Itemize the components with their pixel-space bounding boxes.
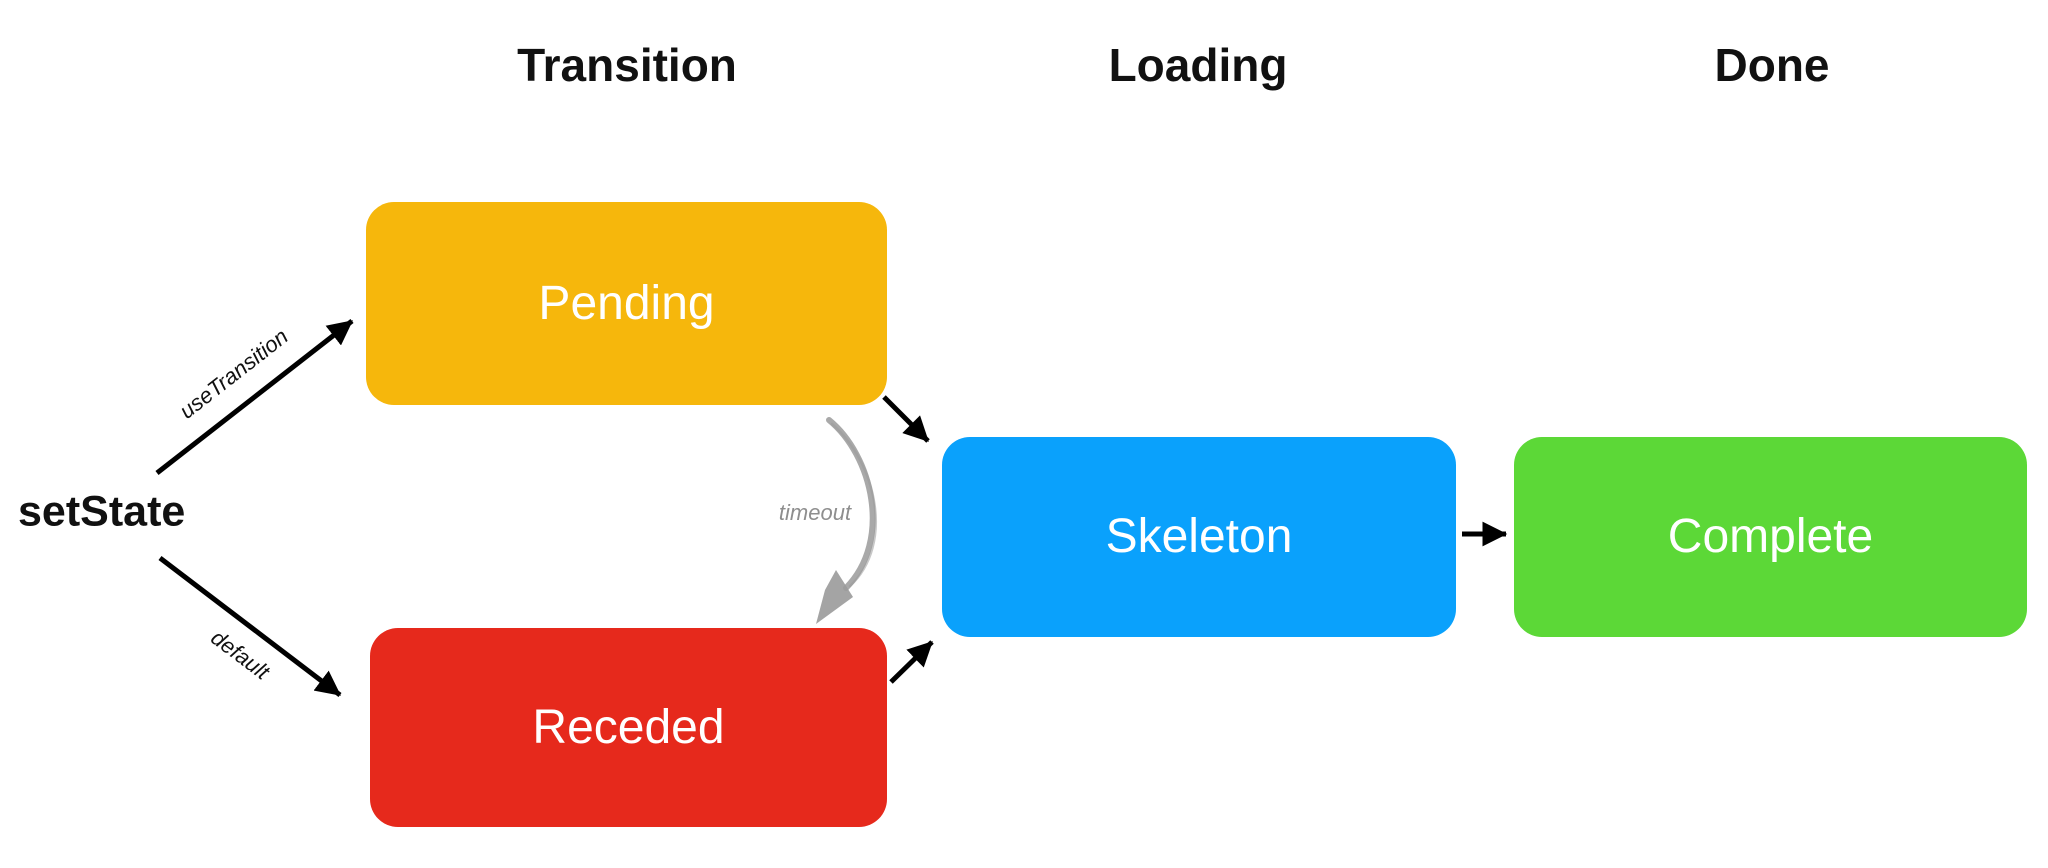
set-state-label: setState — [18, 487, 186, 536]
column-header-done: Done — [1714, 39, 1830, 91]
node-receded-label: Receded — [532, 700, 725, 754]
edge-label-timeout: timeout — [778, 500, 852, 525]
edge-label-usetransition: useTransition — [174, 323, 293, 424]
node-skeleton: Skeleton — [942, 437, 1456, 637]
node-complete-label: Complete — [1667, 510, 1874, 563]
node-pending-label: Pending — [538, 276, 715, 330]
node-complete: Complete — [1514, 437, 2027, 637]
edge-receded-to-skeleton-arrow — [889, 640, 934, 684]
edge-pending-to-skeleton-arrow — [882, 395, 930, 443]
edge-label-default: default — [206, 624, 275, 685]
timeout-arrowhead — [816, 570, 853, 624]
column-header-transition: Transition — [517, 39, 737, 91]
node-receded: Receded — [370, 628, 887, 827]
column-header-loading: Loading — [1108, 39, 1288, 91]
node-skeleton-label: Skeleton — [1105, 510, 1293, 563]
node-pending: Pending — [366, 202, 887, 405]
